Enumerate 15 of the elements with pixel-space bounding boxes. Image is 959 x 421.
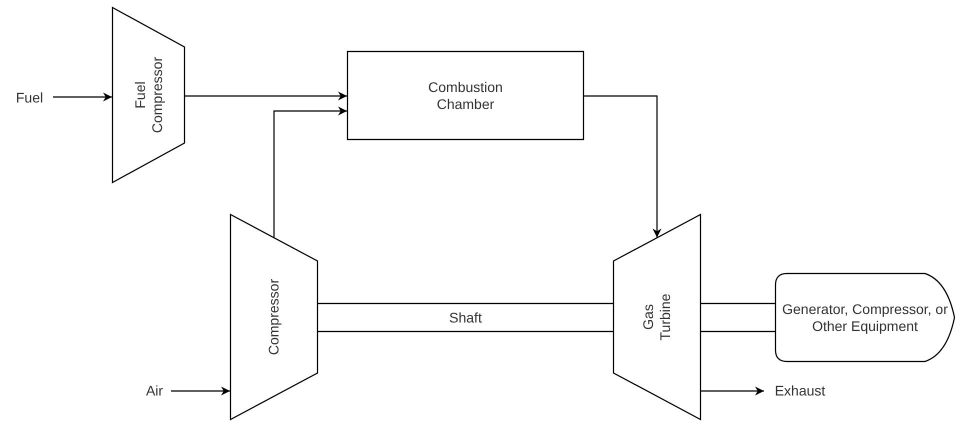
- shaft-label: Shaft: [447, 309, 484, 326]
- node-label: Gas Turbine: [640, 292, 674, 342]
- arrow: [171, 386, 230, 396]
- flow-label: Air: [146, 382, 164, 400]
- flow-label: Exhaust: [774, 382, 826, 400]
- node-label: Generator, Compressor, or Other Equipment: [781, 300, 949, 334]
- arrow: [584, 95, 662, 238]
- arrow: [273, 106, 347, 238]
- node-label: Compressor: [266, 278, 282, 358]
- node-label: Fuel Compressor: [132, 56, 166, 135]
- arrow: [185, 92, 347, 100]
- arrow: [53, 92, 112, 102]
- node-label: Combustion Chamber: [427, 78, 504, 112]
- flow-label: Fuel: [16, 90, 44, 106]
- arrow: [701, 386, 764, 396]
